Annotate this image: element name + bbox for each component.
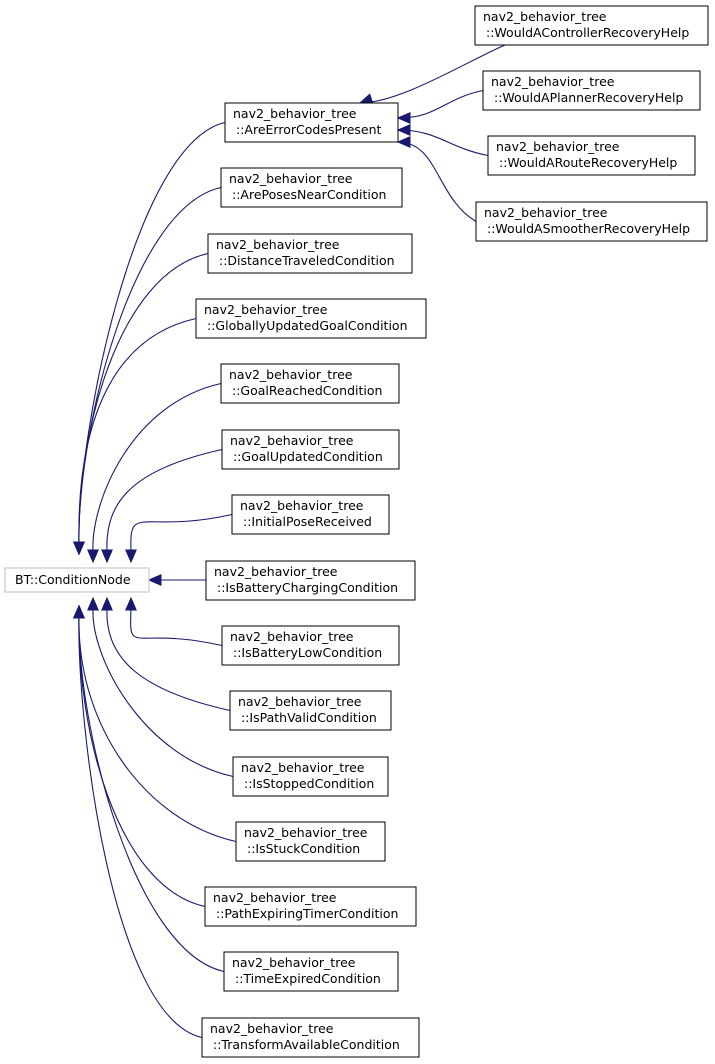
condition-node-box[interactable]: BT::ConditionNode: [4, 567, 150, 593]
is-path-valid-condition-class-name: ::IsPathValidCondition: [241, 710, 377, 725]
time-expired-condition-node[interactable]: nav2_behavior_tree::TimeExpiredCondition: [223, 951, 399, 992]
globally-updated-goal-condition-node[interactable]: nav2_behavior_tree::GloballyUpdatedGoalC…: [195, 298, 427, 339]
edge-is-stopped-condition-to-condition-node-arrow: [87, 596, 99, 611]
is-stuck-condition-namespace: nav2_behavior_tree: [244, 825, 368, 840]
edge-distance-traveled-condition-to-condition-node: [78, 252, 209, 544]
time-expired-condition-namespace: nav2_behavior_tree: [232, 955, 356, 970]
is-battery-low-condition-node[interactable]: nav2_behavior_tree::IsBatteryLowConditio…: [221, 625, 400, 666]
time-expired-condition-class-name: ::TimeExpiredCondition: [235, 971, 381, 986]
transform-available-condition-node[interactable]: nav2_behavior_tree::TransformAvailableCo…: [201, 1017, 420, 1058]
are-poses-near-condition-node[interactable]: nav2_behavior_tree::ArePosesNearConditio…: [220, 167, 403, 208]
would-acontroller-recovery-help-namespace: nav2_behavior_tree: [483, 9, 607, 24]
goal-updated-condition-class-name: ::GoalUpdatedCondition: [233, 449, 383, 464]
inheritance-edges: [73, 44, 506, 1039]
edge-globally-updated-goal-condition-to-condition-node-arrow: [73, 541, 85, 556]
would-aplanner-recovery-help-namespace: nav2_behavior_tree: [491, 74, 615, 89]
initial-pose-received-class-name: ::InitialPoseReceived: [243, 514, 372, 529]
edge-goal-reached-condition-to-condition-node-arrow: [87, 549, 99, 564]
edge-is-path-valid-condition-to-condition-node: [106, 608, 231, 712]
is-battery-charging-condition-class-name: ::IsBatteryChargingCondition: [217, 580, 398, 595]
transform-available-condition-namespace: nav2_behavior_tree: [210, 1021, 334, 1036]
edge-would-asmoother-recovery-help-to-are-error-codes-present: [397, 141, 477, 222]
is-stuck-condition-class-name: ::IsStuckCondition: [247, 841, 360, 856]
is-path-valid-condition-node[interactable]: nav2_behavior_tree::IsPathValidCondition: [229, 690, 392, 731]
edge-would-acontroller-recovery-help-to-are-error-codes-present: [359, 44, 506, 104]
edge-would-aroute-recovery-help-to-are-error-codes-present: [397, 129, 489, 157]
path-expiring-timer-condition-class-name: ::PathExpiringTimerCondition: [216, 906, 398, 921]
distance-traveled-condition-node[interactable]: nav2_behavior_tree::DistanceTraveledCond…: [207, 233, 413, 274]
would-acontroller-recovery-help-class-name: ::WouldAControllerRecoveryHelp: [486, 25, 689, 40]
edge-would-aplanner-recovery-help-to-are-error-codes-present: [397, 89, 484, 119]
goal-reached-condition-namespace: nav2_behavior_tree: [229, 367, 353, 382]
edge-transform-available-condition-to-condition-node: [78, 616, 203, 1039]
is-stuck-condition-node[interactable]: nav2_behavior_tree::IsStuckCondition: [235, 821, 386, 862]
are-error-codes-present-namespace: nav2_behavior_tree: [233, 106, 357, 121]
are-error-codes-present-class-name: ::AreErrorCodesPresent: [236, 122, 382, 137]
transform-available-condition-class-name: ::TransformAvailableCondition: [213, 1037, 400, 1052]
edge-would-aplanner-recovery-help-to-are-error-codes-present-arrow: [396, 112, 411, 124]
edge-goal-updated-condition-to-condition-node-arrow: [101, 549, 113, 564]
are-poses-near-condition-class-name: ::ArePosesNearCondition: [232, 187, 386, 202]
goal-reached-condition-class-name: ::GoalReachedCondition: [232, 383, 382, 398]
distance-traveled-condition-namespace: nav2_behavior_tree: [216, 237, 340, 252]
would-asmoother-recovery-help-node[interactable]: nav2_behavior_tree::WouldASmootherRecove…: [475, 201, 708, 242]
edge-are-poses-near-condition-to-condition-node: [78, 186, 222, 544]
distance-traveled-condition-class-name: ::DistanceTraveledCondition: [219, 253, 395, 268]
edge-is-battery-low-condition-to-condition-node: [130, 608, 223, 647]
goal-reached-condition-node[interactable]: nav2_behavior_tree::GoalReachedCondition: [220, 363, 400, 404]
globally-updated-goal-condition-namespace: nav2_behavior_tree: [204, 302, 328, 317]
edge-is-stuck-condition-to-condition-node: [78, 616, 237, 843]
would-aroute-recovery-help-class-name: ::WouldARouteRecoveryHelp: [499, 155, 677, 170]
is-path-valid-condition-namespace: nav2_behavior_tree: [238, 694, 362, 709]
initial-pose-received-namespace: nav2_behavior_tree: [240, 498, 364, 513]
initial-pose-received-node[interactable]: nav2_behavior_tree::InitialPoseReceived: [231, 494, 390, 535]
is-stopped-condition-node[interactable]: nav2_behavior_tree::IsStoppedCondition: [232, 756, 389, 797]
edge-transform-available-condition-to-condition-node-arrow: [73, 604, 85, 619]
class-nodes: BT::ConditionNodenav2_behavior_tree::Are…: [4, 5, 709, 1058]
would-aroute-recovery-help-namespace: nav2_behavior_tree: [496, 139, 620, 154]
goal-updated-condition-namespace: nav2_behavior_tree: [230, 433, 354, 448]
would-asmoother-recovery-help-class-name: ::WouldASmootherRecoveryHelp: [487, 221, 690, 236]
edge-is-battery-charging-condition-to-condition-node-arrow: [147, 574, 162, 586]
path-expiring-timer-condition-namespace: nav2_behavior_tree: [213, 890, 337, 905]
is-battery-charging-condition-node[interactable]: nav2_behavior_tree::IsBatteryChargingCon…: [205, 560, 416, 601]
edge-is-stopped-condition-to-condition-node: [92, 608, 234, 778]
would-aroute-recovery-help-node[interactable]: nav2_behavior_tree::WouldARouteRecoveryH…: [487, 135, 696, 176]
edge-initial-pose-received-to-condition-node: [130, 513, 233, 552]
edge-time-expired-condition-to-condition-node: [78, 616, 225, 973]
would-aplanner-recovery-help-class-name: ::WouldAPlannerRecoveryHelp: [494, 90, 683, 105]
is-battery-low-condition-namespace: nav2_behavior_tree: [230, 629, 354, 644]
is-battery-low-condition-class-name: ::IsBatteryLowCondition: [233, 645, 382, 660]
condition-node-label: BT::ConditionNode: [15, 572, 131, 587]
is-stopped-condition-class-name: ::IsStoppedCondition: [244, 776, 374, 791]
edge-globally-updated-goal-condition-to-condition-node: [78, 317, 197, 544]
would-acontroller-recovery-help-node[interactable]: nav2_behavior_tree::WouldAControllerReco…: [474, 5, 709, 46]
edge-initial-pose-received-to-condition-node-arrow: [125, 549, 137, 564]
edge-goal-reached-condition-to-condition-node: [92, 382, 222, 552]
are-error-codes-present-node[interactable]: nav2_behavior_tree::AreErrorCodesPresent: [224, 102, 399, 143]
edge-is-path-valid-condition-to-condition-node-arrow: [101, 596, 113, 611]
is-battery-charging-condition-namespace: nav2_behavior_tree: [214, 564, 338, 579]
globally-updated-goal-condition-class-name: ::GloballyUpdatedGoalCondition: [207, 318, 408, 333]
goal-updated-condition-node[interactable]: nav2_behavior_tree::GoalUpdatedCondition: [221, 429, 400, 470]
path-expiring-timer-condition-node[interactable]: nav2_behavior_tree::PathExpiringTimerCon…: [204, 886, 417, 927]
edge-goal-updated-condition-to-condition-node: [106, 448, 223, 552]
are-poses-near-condition-namespace: nav2_behavior_tree: [229, 171, 353, 186]
would-aplanner-recovery-help-node[interactable]: nav2_behavior_tree::WouldAPlannerRecover…: [482, 70, 701, 111]
is-stopped-condition-namespace: nav2_behavior_tree: [241, 760, 365, 775]
would-asmoother-recovery-help-namespace: nav2_behavior_tree: [484, 205, 608, 220]
edge-would-aroute-recovery-help-to-are-error-codes-present-arrow: [396, 124, 411, 136]
edge-would-asmoother-recovery-help-to-are-error-codes-present-arrow: [396, 136, 411, 148]
edge-is-battery-low-condition-to-condition-node-arrow: [125, 596, 137, 611]
